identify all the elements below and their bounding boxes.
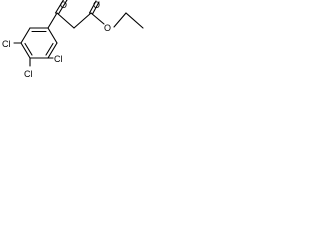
- atom-labels: O O O Cl Cl Cl: [2, 0, 111, 79]
- ketone-to-methylene-bond: [56, 12, 75, 29]
- ester-oxygen-label: O: [104, 23, 111, 33]
- chloro-3-label: Cl: [24, 69, 33, 79]
- ketone-double-bond: [57, 0, 68, 15]
- ester-carbonyl-double-bond: [88, 0, 97, 14]
- chloro-2-label: Cl: [54, 54, 63, 64]
- benzene-ring: [20, 27, 58, 59]
- methylene-to-ester-bond: [73, 12, 92, 29]
- chloro-4-label: Cl: [2, 39, 11, 49]
- ester-c-o-bond: [90, 12, 105, 25]
- ring-bond: [47, 27, 58, 44]
- molecule-drawing: O O O Cl Cl Cl: [2, 0, 144, 79]
- ring-bond: [20, 27, 31, 44]
- structure-diagram: O O O Cl Cl Cl: [0, 0, 156, 86]
- acyl-chain: [47, 0, 144, 29]
- ring-to-ketone-bond: [47, 12, 58, 29]
- ring-double-bond: [24, 42, 33, 56]
- ketone-double-bond: [54, 0, 65, 14]
- ketone-oxygen-label: O: [60, 0, 67, 10]
- o-ethyl-bond: [113, 12, 127, 28]
- ethyl-bond: [125, 12, 144, 29]
- chloro-bonds: [13, 42, 54, 67]
- ring-bond: [20, 42, 31, 59]
- ester-carbonyl-oxygen-label: O: [93, 0, 100, 10]
- ester-carbonyl-double-bond: [91, 1, 100, 15]
- ring-double-bond: [45, 42, 54, 56]
- ring-bond: [47, 42, 58, 59]
